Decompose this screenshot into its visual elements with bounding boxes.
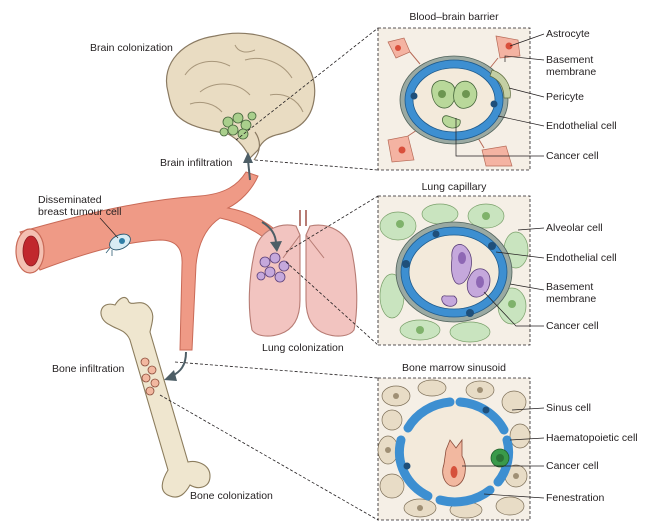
label-astrocyte: Astrocyte xyxy=(546,28,590,40)
bone-cancer-cell xyxy=(442,438,466,487)
label-sinus: Sinus cell xyxy=(546,402,591,414)
label-alveolar: Alveolar cell xyxy=(546,222,603,234)
disseminated-tumour-cell xyxy=(105,233,131,256)
panel-title-lung: Lung capillary xyxy=(422,181,488,193)
label-brain-infiltration: Brain infiltration xyxy=(160,157,233,169)
label-haematopoietic: Haematopoietic cell xyxy=(546,432,638,444)
bone xyxy=(100,296,211,498)
label-lung-colonization: Lung colonization xyxy=(262,342,344,354)
infiltration-arrows xyxy=(164,152,282,381)
bone-tumour-cluster xyxy=(140,357,160,396)
label-basement-1: Basement xyxy=(546,54,593,66)
label-endothelial-1: Endothelial cell xyxy=(546,120,617,132)
bbb-cancer-cells xyxy=(431,80,478,129)
lung-tumour-cluster xyxy=(256,252,290,283)
panel-blood-brain-barrier: Blood–brain barrier xyxy=(377,11,545,171)
label-bone-infiltration: Bone infiltration xyxy=(52,363,125,375)
label-bone-colonization: Bone colonization xyxy=(190,490,273,502)
label-membrane-1: membrane xyxy=(546,66,596,78)
panel-lung-capillary: Lung capillary xyxy=(377,181,545,346)
astrocytes xyxy=(387,35,521,167)
label-cancer-1: Cancer cell xyxy=(546,150,599,162)
label-membrane-2: membrane xyxy=(546,293,596,305)
label-disseminated-2: breast tumour cell xyxy=(38,206,121,218)
label-endothelial-2: Endothelial cell xyxy=(546,252,617,264)
label-fenestration: Fenestration xyxy=(546,492,605,504)
lungs xyxy=(248,210,358,337)
zoom-lines xyxy=(159,27,379,521)
label-pericyte: Pericyte xyxy=(546,91,584,103)
marrow-cells xyxy=(377,379,531,519)
label-cancer-2: Cancer cell xyxy=(546,320,599,332)
lung-cancer-cells xyxy=(441,244,491,307)
label-cancer-3: Cancer cell xyxy=(546,460,599,472)
panel-bone-marrow-sinusoid: Bone marrow sinusoid xyxy=(377,362,545,521)
alveolar-cells xyxy=(379,203,529,343)
label-brain-colonization: Brain colonization xyxy=(90,42,173,54)
panel-title-bone: Bone marrow sinusoid xyxy=(402,362,506,374)
brain xyxy=(165,32,316,161)
label-basement-2: Basement xyxy=(546,281,593,293)
panel-title-bbb: Blood–brain barrier xyxy=(409,11,499,23)
blood-vessel xyxy=(15,171,283,351)
label-disseminated-1: Disseminated xyxy=(38,194,102,206)
brain-tumour-cluster xyxy=(219,111,257,140)
